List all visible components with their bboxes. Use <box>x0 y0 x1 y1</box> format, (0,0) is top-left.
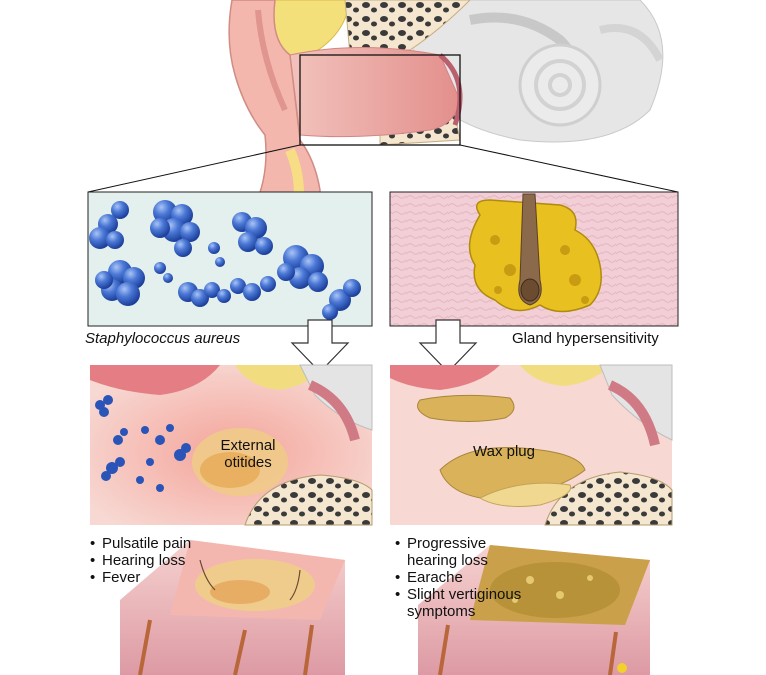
symptom-item: Progressive hearing loss <box>395 535 521 569</box>
hair-follicle-shape <box>518 193 542 306</box>
symptom-item: Hearing loss <box>90 552 191 569</box>
symptoms-right-list: Progressive hearing loss Earache Slight … <box>395 535 521 620</box>
infection-canal-panel <box>90 364 373 526</box>
wax-plug-canal-panel <box>390 364 673 526</box>
gland-label: Gland hypersensitivity <box>512 330 659 347</box>
bacteria-clusters <box>89 200 361 320</box>
symptoms-left-list: Pulsatile pain Hearing loss Fever <box>90 535 191 586</box>
cochlea-shape <box>518 43 602 127</box>
pathogen-label: Staphylococcus aureus <box>85 330 241 347</box>
zoom-region-box <box>299 54 461 146</box>
infection-label: External otitides <box>220 437 276 471</box>
bacteria-panel <box>87 191 373 327</box>
gland-panel <box>389 191 679 327</box>
ear-canal-shape <box>289 47 461 138</box>
wax-plug-label: Wax plug <box>473 443 535 460</box>
symptom-item: Earache <box>395 569 521 586</box>
bacteria-in-canal <box>95 395 191 492</box>
symptom-item: Slight vertiginous symptoms <box>395 586 521 620</box>
symptom-item: Fever <box>90 569 191 586</box>
symptom-item: Pulsatile pain <box>90 535 191 552</box>
down-arrow-left <box>290 319 350 373</box>
down-arrow-right <box>418 319 478 373</box>
wax-plug-shape <box>417 394 515 422</box>
